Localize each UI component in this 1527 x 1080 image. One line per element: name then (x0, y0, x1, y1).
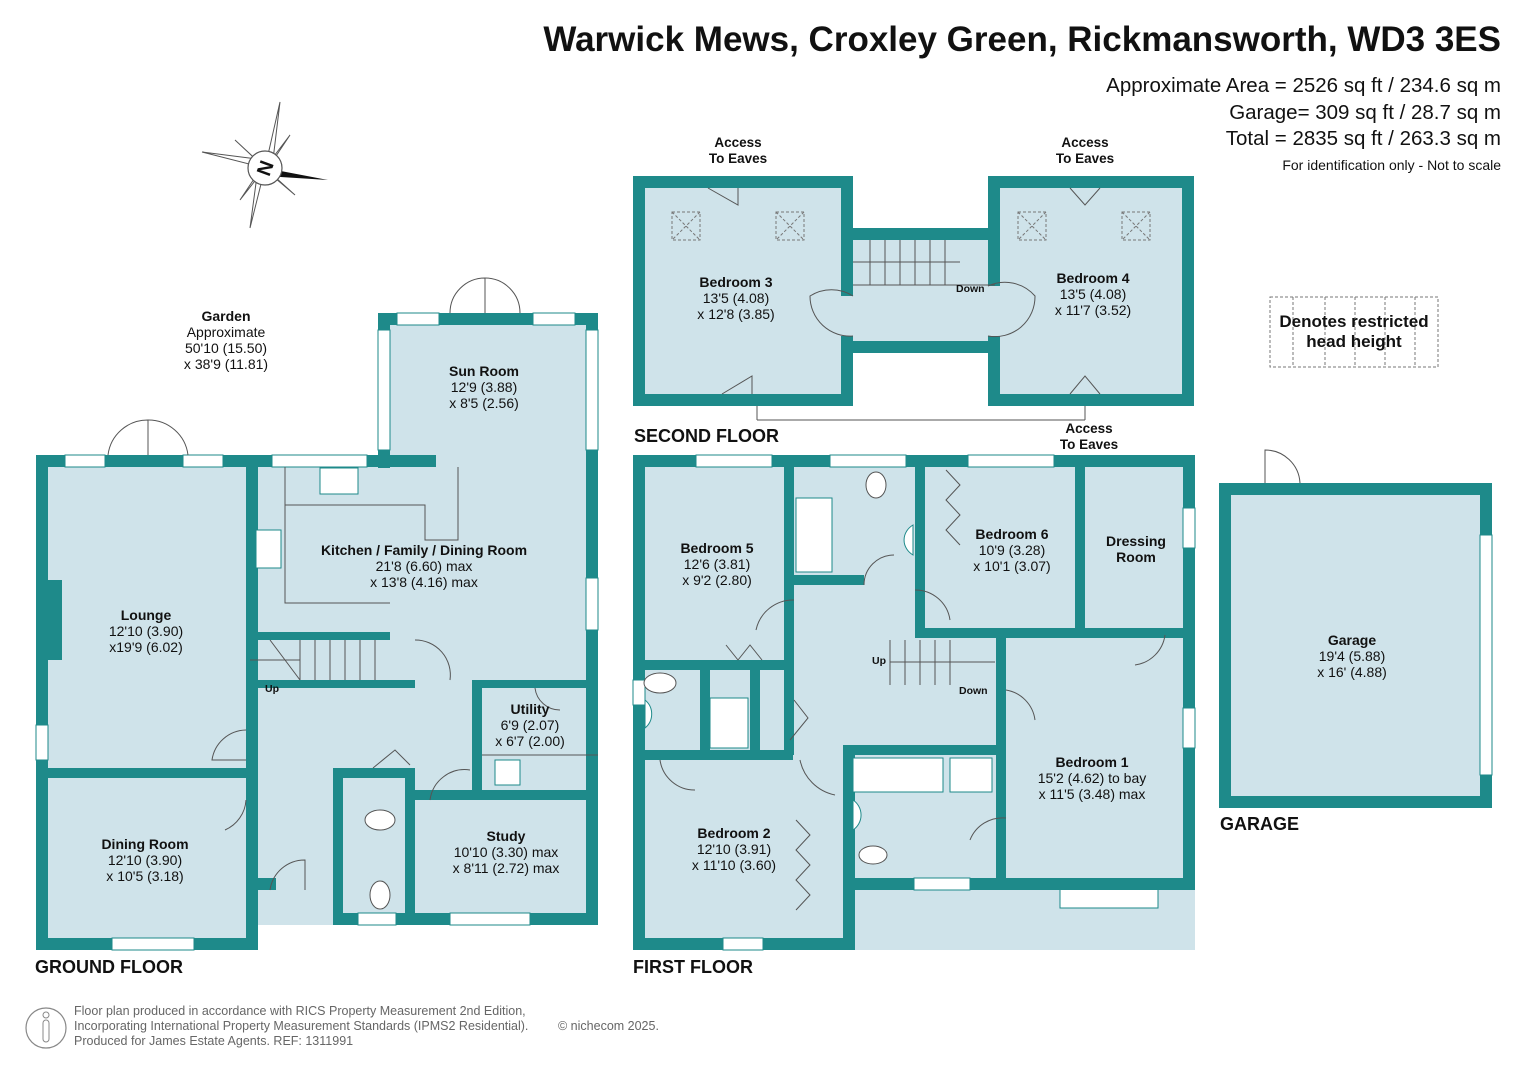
footer-line: Incorporating International Property Mea… (74, 1019, 529, 1033)
room-label-bedroom-6: Bedroom 6 10'9 (3.28) x 10'1 (3.07) (973, 526, 1051, 574)
garage-plan (1219, 449, 1493, 808)
room-label-dressing-room: Dressing Room (1106, 533, 1166, 565)
garage-area-text: Garage= 309 sq ft / 28.7 sq m (1229, 101, 1501, 124)
identification-note: For identification only - Not to scale (1282, 157, 1501, 173)
stairs-down-label: Down (959, 685, 988, 697)
stairs-up-label: Up (265, 683, 279, 695)
footer-line: Floor plan produced in accordance with R… (74, 1004, 526, 1018)
restricted-height-legend-label: Denotes restricted head height (1279, 312, 1429, 351)
footer-line: Produced for James Estate Agents. REF: 1… (74, 1034, 354, 1048)
room-label-garage: Garage 19'4 (5.88) x 16' (4.88) (1317, 632, 1387, 680)
compass-icon: N (201, 101, 328, 229)
garden-label: Garden Approximate 50'10 (15.50) x 38'9 … (183, 308, 269, 372)
restricted-height-legend-box (1269, 296, 1439, 368)
stairs-up-label: Up (872, 655, 886, 667)
room-label-bedroom-5: Bedroom 5 12'6 (3.81) x 9'2 (2.80) (680, 540, 754, 588)
footer-notes: Floor plan produced in accordance with R… (74, 1004, 528, 1049)
room-label-bedroom-1: Bedroom 1 15'2 (4.62) to bay x 11'5 (3.4… (1037, 754, 1147, 802)
first-floor-title: FIRST FLOOR (633, 957, 753, 977)
room-label-dining-room: Dining Room 12'10 (3.90) x 10'5 (3.18) (101, 836, 189, 884)
room-label-sun-room: Sun Room 12'9 (3.88) x 8'5 (2.56) (449, 363, 519, 411)
approximate-area-text: Approximate Area = 2526 sq ft / 234.6 sq… (1106, 74, 1501, 97)
room-label-kitchen: Kitchen / Family / Dining Room 21'8 (6.6… (320, 542, 528, 590)
room-label-bedroom-4: Bedroom 4 13'5 (4.08) x 11'7 (3.52) (1054, 270, 1132, 318)
garage-title: GARAGE (1220, 814, 1300, 834)
room-label-bedroom-3: Bedroom 3 13'5 (4.08) x 12'8 (3.85) (697, 274, 775, 322)
room-label-bedroom-2: Bedroom 2 12'10 (3.91) x 11'10 (3.60) (691, 825, 777, 873)
second-floor-plan (633, 176, 1194, 421)
ground-floor-plan (35, 277, 599, 951)
room-label-utility: Utility 6'9 (2.07) x 6'7 (2.00) (495, 701, 565, 749)
ground-floor-title: GROUND FLOOR (35, 957, 183, 977)
second-floor-title: SECOND FLOOR (634, 426, 780, 446)
total-area-text: Total = 2835 sq ft / 263.3 sq m (1225, 127, 1501, 150)
room-label-lounge: Lounge 12'10 (3.90) x19'9 (6.02) (108, 607, 184, 655)
copyright-text: © nichecom 2025. (558, 1019, 659, 1033)
compass-letter: N (253, 158, 279, 179)
room-label-study: Study 10'10 (3.30) max x 8'11 (2.72) max (452, 828, 560, 876)
first-floor-plan (632, 454, 1196, 951)
stairs-down-label: Down (956, 283, 985, 295)
person-icon (25, 1007, 67, 1049)
property-address-title: Warwick Mews, Croxley Green, Rickmanswor… (543, 20, 1501, 59)
